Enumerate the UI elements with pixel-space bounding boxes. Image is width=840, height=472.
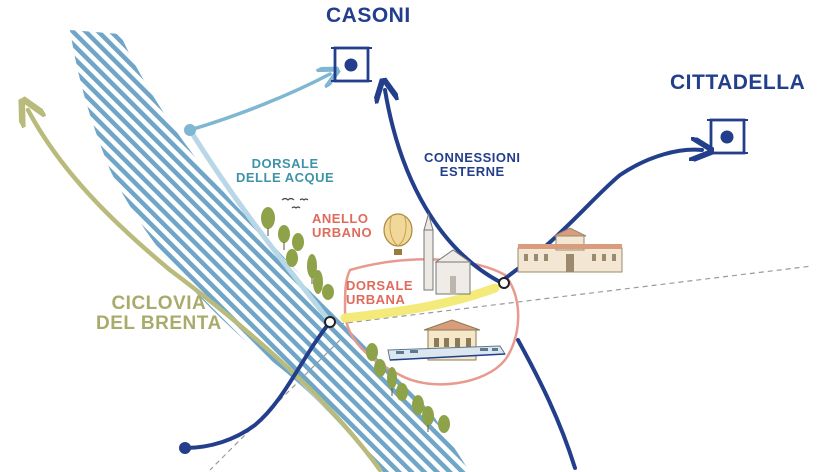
dorsale-urbana-line-2: URBANA xyxy=(346,291,406,307)
west-junction-node xyxy=(324,316,336,328)
railway-dashed-line-south xyxy=(209,339,341,471)
dorsale-acque-line-1: DORSALE xyxy=(251,156,319,171)
dorsale-acque-line-2: DELLE ACQUE xyxy=(236,169,335,185)
casoni-label: CASONI xyxy=(326,4,411,27)
dorsale-urbana-label: DORSALE URBANA xyxy=(346,279,413,306)
ciclovia-brenta-line-1: CICLOVIA xyxy=(111,293,207,314)
ciclovia-brenta-label: CICLOVIA DEL BRENTA xyxy=(96,294,222,334)
ciclovia-brenta-route xyxy=(28,110,383,472)
connessione-casoni xyxy=(385,90,502,284)
connessioni-esterne-label: CONNESSIONI ESTERNE xyxy=(424,151,521,178)
connessioni-esterne-line-1: CONNESSIONI xyxy=(424,150,521,165)
anello-urbano-line-2: URBANO xyxy=(312,224,373,240)
church-icon xyxy=(423,212,472,295)
train-icon xyxy=(387,345,506,361)
dorsale-acque-branch xyxy=(188,74,330,132)
dorsale-acque-route xyxy=(187,127,333,325)
casoni-marker-icon xyxy=(331,46,372,83)
connessione-sud-est xyxy=(516,338,577,470)
connessione-sud-ovest xyxy=(183,320,332,450)
villa-icon xyxy=(517,227,623,273)
hot-air-balloon-icon xyxy=(383,213,413,255)
dorsale-acque-label: DORSALE DELLE ACQUE xyxy=(236,157,334,184)
cittadella-label: CITTADELLA xyxy=(670,71,806,94)
ciclovia-brenta-line-2: DEL BRENTA xyxy=(96,312,222,334)
anello-urbano-line-1: ANELLO xyxy=(312,211,369,226)
brenta-river xyxy=(70,30,470,472)
dorsale-urbana-route xyxy=(340,283,500,323)
bird-icon xyxy=(281,197,309,209)
dorsale-acque-node xyxy=(184,124,196,136)
tree-icon xyxy=(261,207,450,433)
dorsale-urbana-line-1: DORSALE xyxy=(346,278,414,293)
east-junction-node xyxy=(498,277,510,289)
connessioni-esterne-line-2: ESTERNE xyxy=(439,163,505,179)
cittadella-marker-icon xyxy=(707,118,748,155)
southwest-node xyxy=(179,442,191,454)
anello-urbano-label: ANELLO URBANO xyxy=(312,212,372,239)
